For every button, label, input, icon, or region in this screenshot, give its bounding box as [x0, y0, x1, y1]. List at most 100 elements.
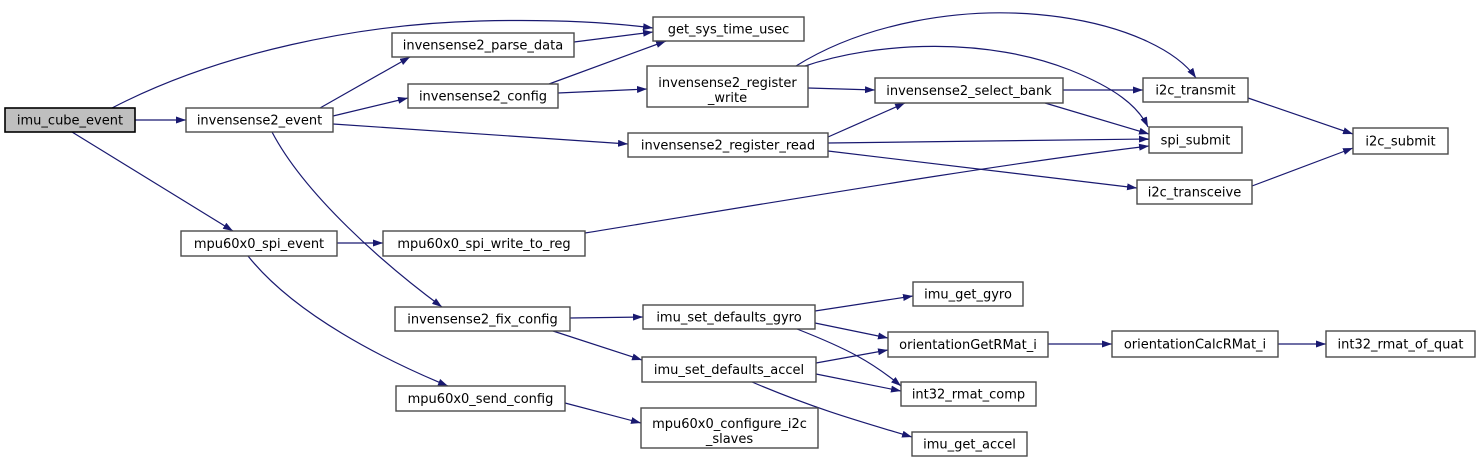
node-label-line2: _slaves [705, 432, 754, 447]
node-label: imu_set_defaults_accel [654, 363, 804, 378]
edge-i2c_transmit-to-i2c_submit [1247, 97, 1354, 135]
edge-invensense2_register_read-to-invensense2_select_bank [827, 102, 906, 138]
node-box [641, 356, 817, 383]
node-mpu60x0_spi_event[interactable]: mpu60x0_spi_event [180, 230, 338, 257]
node-box [1148, 126, 1243, 154]
node-invensense2_parse_data[interactable]: invensense2_parse_data [391, 32, 575, 58]
edge-imu_set_defaults_accel-to-imu_get_accel [751, 381, 913, 438]
node-invensense2_register_read[interactable]: invensense2_register_read [627, 132, 829, 158]
node-imu_get_gyro[interactable]: imu_get_gyro [912, 281, 1024, 307]
node-invensense2_config[interactable]: invensense2_config [407, 83, 559, 109]
edge-invensense2_register_read-to-spi_submit [827, 135, 1150, 144]
node-i2c_submit[interactable]: i2c_submit [1352, 127, 1449, 155]
edge-invensense2_config-to-invensense2_register_write [557, 85, 648, 94]
node-box [395, 385, 566, 412]
node-imu_cube_event[interactable]: imu_cube_event [4, 107, 136, 133]
node-box [640, 407, 819, 449]
node-box [887, 331, 1049, 358]
node-label: invensense2_event [197, 114, 322, 129]
node-label: imu_get_accel [923, 438, 1016, 453]
edge-invensense2_event-to-invensense2_fix_config [271, 131, 443, 308]
node-invensense2_register_write[interactable]: invensense2_register _write [646, 65, 809, 108]
node-orientationGetRMat_i[interactable]: orientationGetRMat_i [887, 331, 1049, 358]
node-label: invensense2_select_bank [886, 84, 1052, 99]
node-box [1352, 127, 1449, 155]
edge-invensense2_config-to-get_sys_time_usec [548, 40, 667, 85]
edge-mpu60x0_send_config-to-mpu60x0_configure_i2c_slaves [564, 402, 642, 424]
node-label: i2c_transmit [1155, 84, 1235, 99]
node-invensense2_fix_config[interactable]: invensense2_fix_config [394, 306, 571, 332]
node-label: int32_rmat_comp [912, 388, 1025, 403]
edge-invensense2_fix_config-to-imu_set_defaults_gyro [569, 313, 644, 321]
edge-invensense2_register_write-to-invensense2_select_bank [807, 86, 876, 94]
node-label: orientationCalcRMat_i [1124, 338, 1266, 353]
edge-invensense2_event-to-invensense2_register_read [332, 123, 629, 147]
node-box [391, 32, 575, 58]
node-label: invensense2_register_read [641, 139, 815, 154]
node-label: mpu60x0_send_config [408, 392, 554, 407]
node-label: i2c_submit [1365, 135, 1435, 150]
node-box [900, 381, 1037, 407]
node-invensense2_event[interactable]: invensense2_event [185, 107, 334, 133]
node-label: i2c_transceive [1148, 186, 1241, 201]
node-box [627, 132, 829, 158]
node-label-line1: mpu60x0_configure_i2c [652, 417, 807, 432]
node-box [911, 431, 1028, 457]
node-label: mpu60x0_spi_event [194, 237, 324, 252]
node-label: get_sys_time_usec [668, 23, 790, 38]
node-int32_rmat_of_quat[interactable]: int32_rmat_of_quat [1325, 330, 1476, 358]
node-imu_set_defaults_accel[interactable]: imu_set_defaults_accel [641, 356, 817, 383]
edge-i2c_transceive-to-i2c_submit [1251, 147, 1354, 187]
node-mpu60x0_configure_i2c_slaves[interactable]: mpu60x0_configure_i2c _slaves [640, 407, 819, 449]
node-box [912, 281, 1024, 307]
node-box [1111, 330, 1279, 358]
node-label: invensense2_fix_config [407, 313, 558, 328]
node-label: imu_cube_event [17, 114, 123, 129]
node-box [652, 16, 805, 42]
edge-invensense2_parse_data-to-get_sys_time_usec [573, 29, 654, 43]
edge-mpu60x0_spi_write_to_reg-to-spi_submit [584, 143, 1150, 234]
node-box [4, 107, 136, 133]
node-box [382, 230, 586, 257]
node-box [646, 65, 809, 108]
node-spi_submit[interactable]: spi_submit [1148, 126, 1243, 154]
edge-invensense2_fix_config-to-imu_set_defaults_accel [552, 330, 643, 361]
node-mpu60x0_spi_write_to_reg[interactable]: mpu60x0_spi_write_to_reg [382, 230, 586, 257]
node-box [1325, 330, 1476, 358]
edge-invensense2_event-to-invensense2_config [332, 96, 409, 117]
node-label: imu_get_gyro [924, 288, 1012, 303]
edge-layer [71, 12, 1354, 438]
edge-imu_set_defaults_accel-to-int32_rmat_comp [815, 373, 902, 393]
node-i2c_transceive[interactable]: i2c_transceive [1136, 179, 1253, 205]
node-box [407, 83, 559, 109]
node-label: invensense2_config [419, 90, 547, 105]
node-i2c_transmit[interactable]: i2c_transmit [1142, 77, 1249, 103]
node-label: int32_rmat_of_quat [1338, 338, 1464, 353]
node-box [642, 304, 816, 330]
node-imu_set_defaults_gyro[interactable]: imu_set_defaults_gyro [642, 304, 816, 330]
node-label: imu_set_defaults_gyro [656, 311, 801, 326]
node-invensense2_select_bank[interactable]: invensense2_select_bank [874, 77, 1064, 104]
edge-invensense2_select_bank-to-spi_submit [1044, 102, 1150, 135]
node-get_sys_time_usec[interactable]: get_sys_time_usec [652, 16, 805, 42]
node-imu_get_accel[interactable]: imu_get_accel [911, 431, 1028, 457]
edge-invensense2_register_write-to-i2c_transmit [795, 12, 1197, 79]
edge-imu_cube_event-to-get_sys_time_usec [111, 19, 654, 109]
node-label: invensense2_parse_data [403, 39, 563, 54]
node-box [1136, 179, 1253, 205]
edge-invensense2_register_write-to-spi_submit [801, 45, 1149, 128]
node-layer: imu_cube_event invensense2_event invense… [4, 16, 1476, 457]
node-label: orientationGetRMat_i [899, 338, 1037, 353]
node-box [394, 306, 571, 332]
node-mpu60x0_send_config[interactable]: mpu60x0_send_config [395, 385, 566, 412]
node-box [874, 77, 1064, 104]
node-orientationCalcRMat_i[interactable]: orientationCalcRMat_i [1111, 330, 1279, 358]
node-int32_rmat_comp[interactable]: int32_rmat_comp [900, 381, 1037, 407]
edge-imu_cube_event-to-mpu60x0_spi_event [71, 131, 234, 232]
edge-invensense2_event-to-invensense2_parse_data [319, 56, 411, 109]
edge-mpu60x0_spi_event-to-mpu60x0_send_config [247, 255, 449, 387]
edge-imu_set_defaults_gyro-to-orientationGetRMat_i [814, 322, 889, 340]
edge-imu_set_defaults_accel-to-orientationGetRMat_i [815, 348, 889, 364]
